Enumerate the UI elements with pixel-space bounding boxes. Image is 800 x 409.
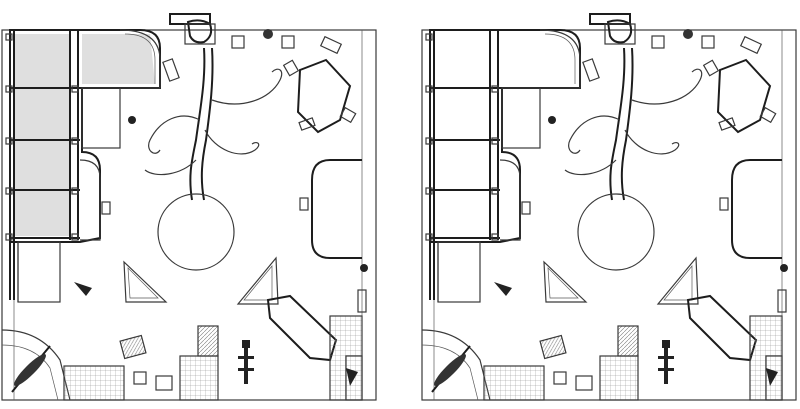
plan-right <box>421 13 797 401</box>
terrace-shading <box>14 34 155 236</box>
plan-left <box>1 13 377 401</box>
